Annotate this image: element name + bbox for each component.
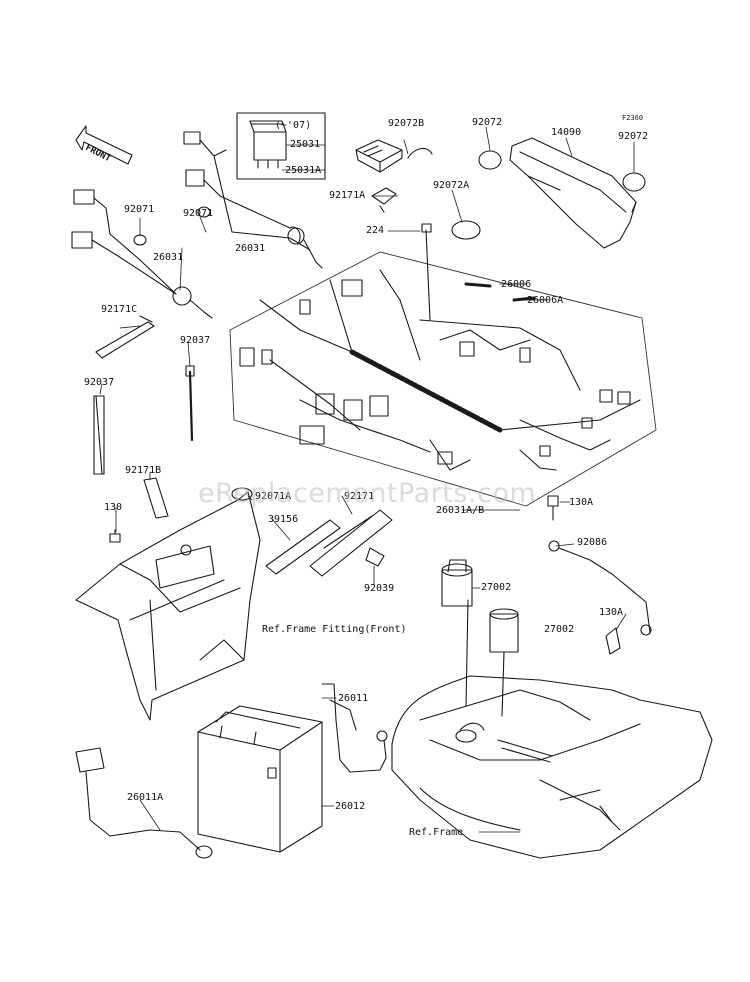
ref-frame-fitting: Ref.Frame Fitting(Front) bbox=[262, 624, 407, 635]
clamp-92072b-wire bbox=[407, 147, 433, 159]
main-harness-trunk bbox=[259, 269, 641, 471]
relay-wires bbox=[465, 599, 505, 717]
label-130a-a[interactable]: 130A bbox=[569, 497, 594, 508]
bolt-92039 bbox=[365, 547, 385, 567]
clamp-92072a bbox=[451, 220, 481, 240]
label-27002-b[interactable]: 27002 bbox=[544, 624, 575, 635]
strap-92037-a bbox=[188, 370, 194, 442]
label-26006[interactable]: 26006 bbox=[501, 279, 532, 290]
cover-39156 bbox=[265, 519, 341, 575]
bracket-92171 bbox=[309, 509, 393, 577]
leader-lines bbox=[99, 126, 635, 833]
label-92071-a[interactable]: 92071 bbox=[124, 204, 155, 215]
cable-26011a bbox=[75, 747, 213, 859]
main-frame bbox=[391, 675, 713, 859]
label-130[interactable]: 130 bbox=[104, 502, 123, 513]
label-92171b[interactable]: 92171B bbox=[125, 465, 162, 476]
label-92171c[interactable]: 92171C bbox=[101, 304, 138, 315]
label-92071a[interactable]: 92071A bbox=[255, 491, 292, 502]
label-92072-a[interactable]: 92072 bbox=[472, 117, 503, 128]
label-92039[interactable]: 92039 bbox=[364, 583, 395, 594]
fuse-92171a bbox=[371, 187, 397, 213]
bracket-92171b bbox=[143, 477, 169, 519]
switch-92072b bbox=[355, 139, 403, 173]
label-92171[interactable]: 92171 bbox=[344, 491, 375, 502]
switch-25031 bbox=[236, 112, 326, 180]
label-92037-b[interactable]: 92037 bbox=[84, 377, 115, 388]
relay-27002-b bbox=[489, 608, 519, 653]
grommet-92071-b bbox=[197, 206, 211, 218]
label-224[interactable]: 224 bbox=[366, 225, 385, 236]
label-26011[interactable]: 26011 bbox=[338, 693, 369, 704]
label-92086[interactable]: 92086 bbox=[577, 537, 608, 548]
watermark: eReplacementParts.com bbox=[198, 478, 537, 509]
harness-connectors bbox=[239, 279, 631, 465]
label-14090[interactable]: 14090 bbox=[551, 127, 582, 138]
label-92072b[interactable]: 92072B bbox=[388, 118, 425, 129]
bolt-224-head bbox=[421, 223, 432, 233]
clamp-92072 bbox=[478, 150, 502, 170]
bolt-130a-lower bbox=[605, 627, 621, 655]
cover-14090 bbox=[509, 137, 637, 249]
label-26011a[interactable]: 26011A bbox=[127, 792, 164, 803]
clamp-92072-b bbox=[622, 172, 646, 192]
harness-26031-lower bbox=[71, 189, 213, 319]
label-25031-year[interactable]: (~'07) bbox=[275, 120, 312, 131]
label-26031-b[interactable]: 26031 bbox=[153, 252, 184, 263]
main-harness-outline bbox=[229, 251, 657, 507]
terminal-26006 bbox=[464, 282, 492, 288]
label-25031a[interactable]: 25031A bbox=[285, 165, 322, 176]
bolt-130 bbox=[109, 529, 121, 543]
label-25031[interactable]: 25031 bbox=[290, 139, 321, 150]
harness-26031-upper bbox=[183, 131, 323, 269]
label-92037-a[interactable]: 92037 bbox=[180, 335, 211, 346]
ref-frame: Ref.Frame bbox=[409, 827, 464, 838]
label-39156[interactable]: 39156 bbox=[268, 514, 299, 525]
strap-92037-b bbox=[93, 395, 105, 475]
cable-26011 bbox=[321, 683, 388, 773]
grommet-92071 bbox=[133, 234, 147, 246]
label-92072-b[interactable]: 92072 bbox=[618, 131, 649, 142]
label-26031-a[interactable]: 26031 bbox=[235, 243, 266, 254]
bolt-130a-upper bbox=[547, 495, 559, 521]
label-27002-a[interactable]: 27002 bbox=[481, 582, 512, 593]
terminal-26006a bbox=[512, 296, 536, 302]
label-130a-b[interactable]: 130A bbox=[599, 607, 624, 618]
figure-code: F2360 bbox=[622, 114, 644, 122]
bracket-92171c bbox=[95, 315, 155, 359]
label-26031ab[interactable]: 26031A/B bbox=[436, 505, 485, 516]
bolt-224 bbox=[425, 229, 431, 321]
label-26012[interactable]: 26012 bbox=[335, 801, 366, 812]
front-arrow-icon bbox=[75, 125, 133, 165]
label-92071-b[interactable]: 92071 bbox=[183, 208, 214, 219]
label-92171a[interactable]: 92171A bbox=[329, 190, 366, 201]
frame-fitting-front bbox=[75, 487, 261, 721]
battery-26012 bbox=[197, 705, 323, 853]
label-92072a[interactable]: 92072A bbox=[433, 180, 470, 191]
lead-92086 bbox=[548, 540, 652, 636]
label-26006a[interactable]: 26006A bbox=[527, 295, 564, 306]
relay-27002-a bbox=[441, 559, 473, 607]
